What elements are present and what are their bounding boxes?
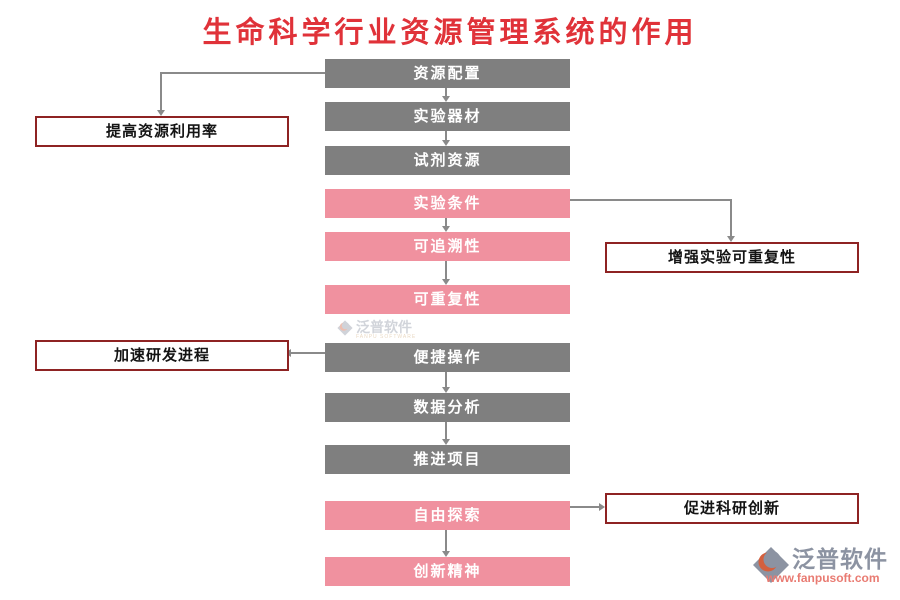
connector-1-v — [160, 72, 162, 110]
watermark-subtext: FANPU SOFTWARE — [356, 334, 417, 340]
flow-node-11: 创新精神 — [325, 557, 570, 586]
flow-node-7: 便捷操作 — [325, 343, 570, 372]
down-arrow-6 — [442, 422, 450, 445]
connector-3-h — [291, 352, 325, 354]
watermark-logo-icon — [337, 320, 353, 336]
down-arrow-2 — [442, 131, 450, 146]
flow-node-10: 自由探索 — [325, 501, 570, 530]
watermark-text: 泛普软件 — [356, 319, 412, 335]
down-arrow-7 — [442, 530, 450, 557]
flow-node-2: 实验器材 — [325, 102, 570, 131]
connector-2-v — [730, 199, 732, 236]
outcome-box-3: 加速研发进程 — [35, 340, 289, 371]
flow-node-1: 资源配置 — [325, 59, 570, 88]
watermark: 泛普软件 FANPU SOFTWARE — [337, 320, 416, 340]
outcome-box-4: 促进科研创新 — [605, 493, 859, 524]
flow-node-6: 可重复性 — [325, 285, 570, 314]
fanpu-logo: 泛普软件 www.fanpusoft.com — [752, 546, 888, 585]
down-arrow-3 — [442, 218, 450, 232]
fanpu-logo-url: www.fanpusoft.com — [766, 571, 880, 585]
flow-node-8: 数据分析 — [325, 393, 570, 422]
outcome-box-1: 提高资源利用率 — [35, 116, 289, 147]
connector-1-arrowhead — [157, 110, 165, 116]
down-arrow-1 — [442, 88, 450, 102]
connector-2-h — [570, 199, 732, 201]
outcome-box-2: 增强实验可重复性 — [605, 242, 859, 273]
page-title: 生命科学行业资源管理系统的作用 — [202, 17, 698, 49]
connector-4-h — [570, 506, 600, 508]
flow-node-5: 可追溯性 — [325, 232, 570, 261]
connector-4-arrowhead — [599, 503, 605, 511]
flow-node-9: 推进项目 — [325, 445, 570, 474]
connector-1-h — [160, 72, 325, 74]
fanpu-logo-icon — [753, 547, 789, 583]
flow-node-4: 实验条件 — [325, 189, 570, 218]
fanpu-logo-text: 泛普软件 — [792, 546, 888, 572]
down-arrow-4 — [442, 261, 450, 285]
connector-2-arrowhead — [727, 236, 735, 242]
down-arrow-5 — [442, 372, 450, 393]
flow-node-3: 试剂资源 — [325, 146, 570, 175]
